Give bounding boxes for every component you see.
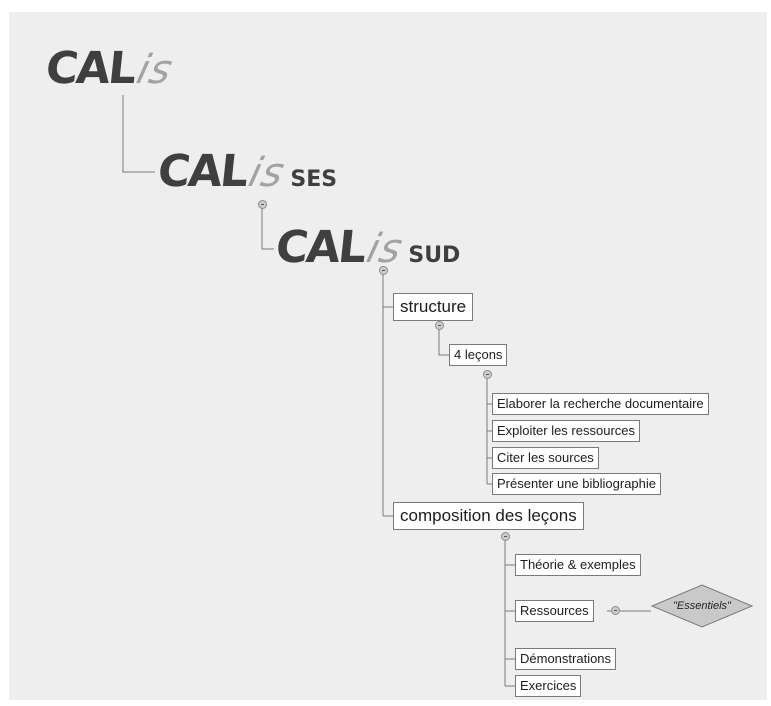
collapse-toggle-structure[interactable]: [435, 321, 444, 330]
node-4-lecons[interactable]: 4 leçons: [449, 344, 508, 366]
node-composition[interactable]: composition des leçons: [393, 502, 584, 530]
logo-calis-cal: CAL: [43, 43, 138, 94]
collapse-toggle-lecons[interactable]: [483, 370, 492, 379]
connector-ses-sud: [261, 206, 274, 250]
node-exercices[interactable]: Exercices: [515, 675, 582, 697]
node-structure[interactable]: structure: [393, 293, 474, 321]
logo-calis-is: is: [132, 47, 179, 93]
logo-ses-suffix: SES: [290, 167, 338, 192]
essentiels-label: "Essentiels": [673, 600, 731, 612]
node-exploiter[interactable]: Exploiter les ressources: [492, 420, 640, 442]
node-ressources[interactable]: Ressources: [515, 600, 594, 622]
node-theorie[interactable]: Théorie & exemples: [515, 554, 641, 576]
node-citer[interactable]: Citer les sources: [492, 447, 599, 469]
diagram-panel: [9, 12, 767, 700]
collapse-toggle-ses[interactable]: [258, 200, 267, 209]
logo-calis-sud: CALisSUD: [273, 222, 461, 273]
connector-structure-lecons: [438, 320, 449, 356]
logo-ses-is: is: [244, 150, 291, 196]
collapse-toggle-sud[interactable]: [379, 266, 388, 275]
logo-ses-cal: CAL: [155, 146, 250, 197]
logo-sud-cal: CAL: [273, 222, 368, 273]
node-essentiels[interactable]: "Essentiels": [650, 584, 754, 628]
logo-calis-ses: CALisSES: [155, 146, 338, 197]
logo-calis: CALis: [43, 43, 178, 94]
logo-sud-suffix: SUD: [408, 243, 461, 268]
connector-top-ses: [122, 95, 155, 173]
collapse-toggle-ressources[interactable]: [611, 606, 620, 615]
node-demonstrations[interactable]: Démonstrations: [515, 648, 617, 670]
node-elaborer[interactable]: Elaborer la recherche documentaire: [492, 393, 709, 415]
node-presenter[interactable]: Présenter une bibliographie: [492, 473, 661, 495]
essentiels-diamond: [650, 584, 754, 628]
collapse-toggle-composition[interactable]: [501, 532, 510, 541]
logo-sud-is: is: [362, 226, 409, 272]
